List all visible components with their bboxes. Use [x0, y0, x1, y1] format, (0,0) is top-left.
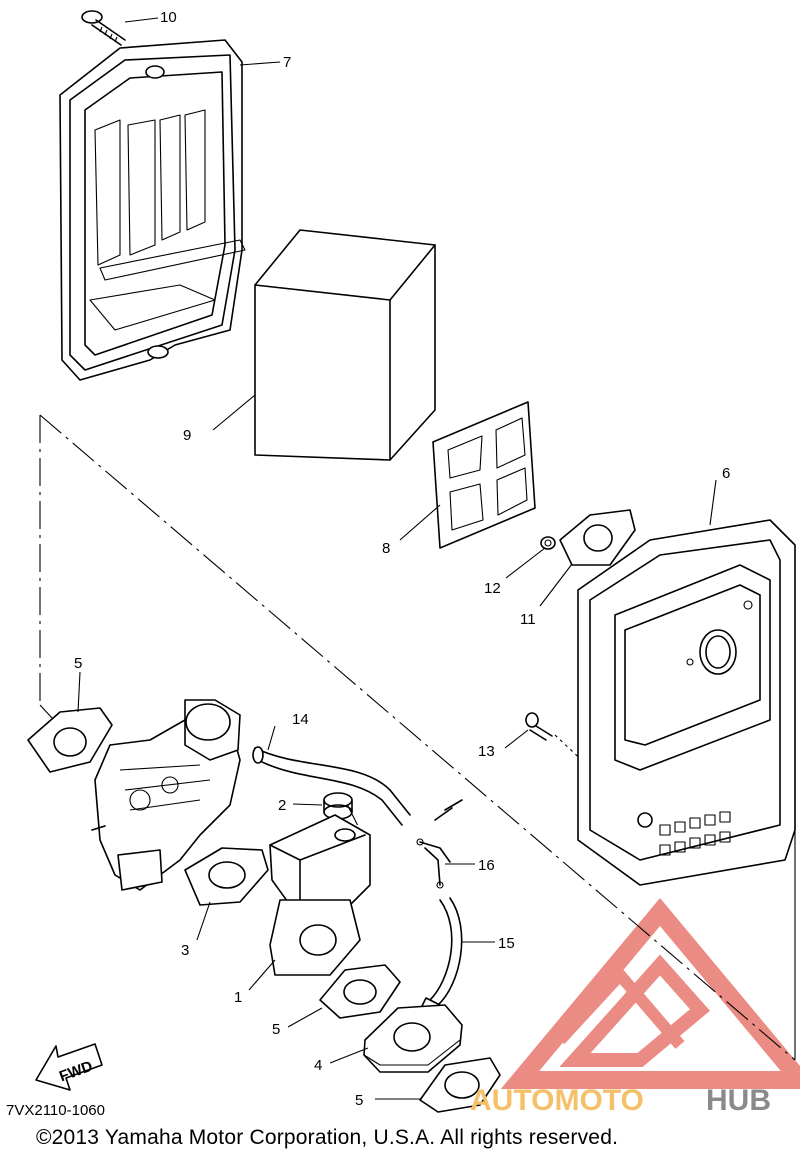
- bolt-part-14: [525, 712, 553, 741]
- bolt-part-11: [81, 10, 126, 46]
- hose-stub: [434, 799, 463, 821]
- hose-part-16: [421, 897, 463, 1013]
- gasket-part-6: [27, 707, 113, 773]
- gasket-part-9: [432, 401, 536, 549]
- joint-part-17: [416, 838, 451, 889]
- callout-17: 16: [478, 857, 495, 874]
- callout-leaders: [77, 17, 717, 1100]
- callout-7: 6: [722, 465, 730, 482]
- callout-11: 10: [160, 9, 177, 26]
- callout-6: 5: [74, 655, 82, 672]
- nut-part-13: [540, 536, 556, 550]
- callout-13: 12: [484, 580, 501, 597]
- filter-element-part-10: [254, 229, 436, 461]
- callout-2: 2: [278, 797, 286, 814]
- callout-9: 8: [382, 540, 390, 557]
- callout-1: 1: [234, 989, 242, 1006]
- grommet-part-2: [323, 792, 353, 820]
- diagram-part-code: 7VX2110-1060: [6, 1102, 105, 1119]
- gasket-part-5-lower: [419, 1057, 501, 1113]
- air-cleaner-cover-part-7: [577, 519, 796, 886]
- gasket-part-5-upper: [319, 964, 401, 1019]
- copyright-notice: ©2013 Yamaha Motor Corporation, U.S.A. A…: [36, 1126, 619, 1149]
- callout-12: 11: [520, 611, 536, 628]
- callout-8: 7: [283, 54, 291, 71]
- callout-16: 15: [498, 935, 515, 952]
- callout-numbers: 10 7 9 8 6 12 11 13 5 14 2 16 15 3 1 5 4…: [74, 9, 730, 1109]
- callout-4: 4: [314, 1057, 322, 1074]
- callout-14: 13: [478, 743, 495, 760]
- callout-15: 14: [292, 711, 309, 728]
- watermark-logo: [500, 897, 800, 1089]
- intake-joint-part-1: [269, 814, 371, 976]
- callout-10: 9: [183, 427, 191, 444]
- callout-5-lower: 5: [355, 1092, 363, 1109]
- watermark-brand-part1: AUTOMOTO: [470, 1084, 644, 1117]
- hose-part-15: [252, 746, 411, 826]
- carburetor: [91, 699, 241, 891]
- watermark-text: AUTOMOTO HUB: [470, 1084, 771, 1117]
- air-cleaner-case-part-8: [59, 39, 246, 381]
- callout-3: 3: [181, 942, 189, 959]
- gasket-part-3: [184, 847, 269, 906]
- watermark-brand-part2: HUB: [706, 1084, 771, 1117]
- callout-5-upper: 5: [272, 1021, 280, 1038]
- gasket-part-12: [559, 509, 636, 566]
- insulator-part-4: [363, 1004, 463, 1073]
- forward-arrow-icon: FWD: [35, 1043, 103, 1091]
